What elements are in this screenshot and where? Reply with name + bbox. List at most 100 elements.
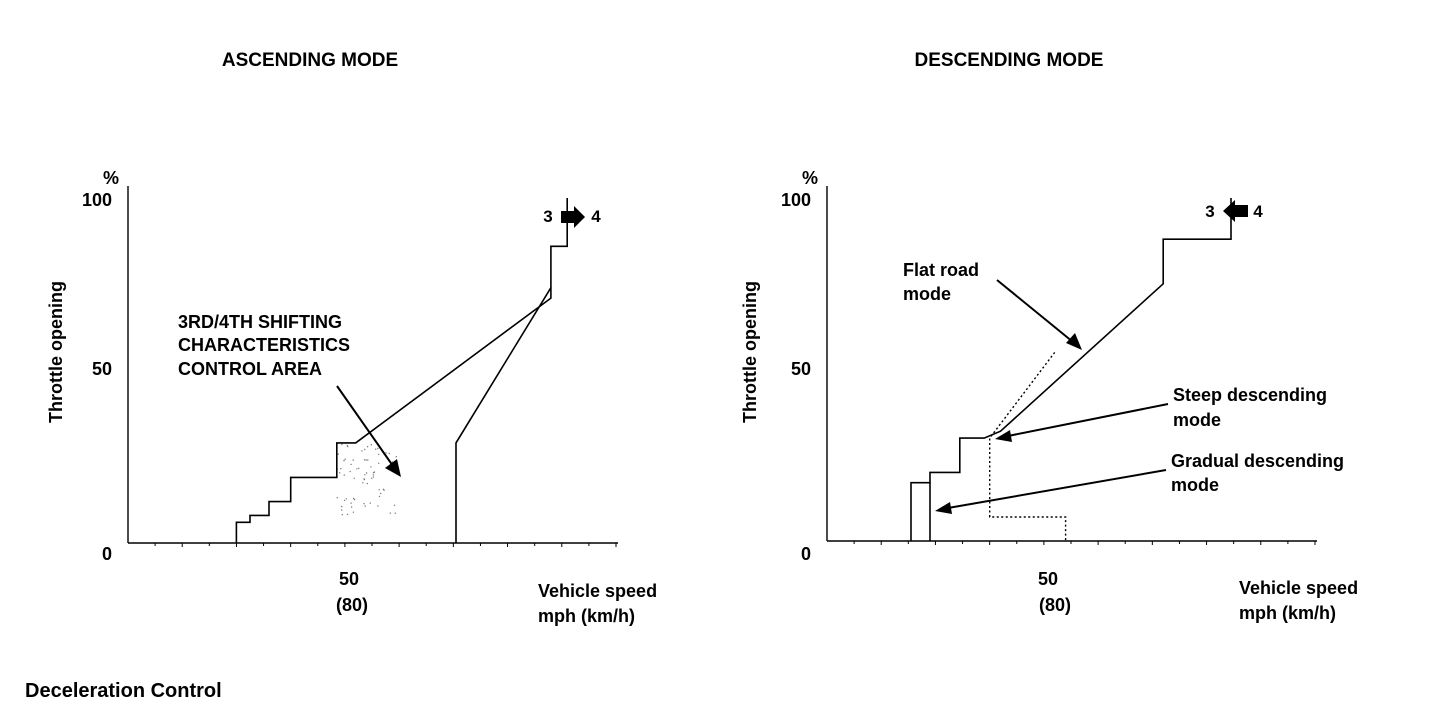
shade-dot [363,503,365,505]
shade-dot [367,459,369,461]
chart-title: DESCENDING MODE [915,50,1104,71]
y-tick-label-50: 50 [791,359,811,379]
gear-from-label: 3 [1205,202,1214,221]
shade-dot [370,444,372,446]
annotation-arrowhead-icon [385,459,401,477]
x-tick-label-50: 50 [339,569,359,589]
annotation-line3: CONTROL AREA [178,359,322,379]
flat-road-pointer-arrow [996,279,1074,343]
gear-to-label: 4 [1253,202,1263,221]
x-axis-minor-ticks [154,543,617,547]
shade-dot [372,476,375,478]
gradual-descending-pointer-arrow [947,469,1167,509]
shade-dot [352,459,354,461]
x-axis-label-line2: mph (km/h) [1239,603,1336,623]
shade-dot [378,453,380,456]
shade-dot [356,468,358,470]
shade-dot [375,448,377,450]
x-axis-label-line1: Vehicle speed [1239,578,1358,598]
shade-dot [362,482,364,484]
shade-dot [350,506,353,508]
shade-dot [394,512,396,514]
shade-dot [343,499,346,502]
gradual-descending-label-line1: Gradual descending [1171,451,1344,471]
shade-dot [372,474,374,476]
shade-dot [373,471,376,473]
shade-dot [350,502,352,504]
shaded-control-area [336,442,397,516]
series-line-1 [235,198,569,543]
x-tick-sublabel-80: (80) [1039,595,1071,615]
shade-dot [366,446,369,448]
ascending-mode-panel: ASCENDING MODE % Throttle opening 100 50… [46,50,657,626]
shade-dot [337,453,339,455]
shade-dot [363,478,365,480]
shade-dot [378,462,380,464]
shade-dot [378,495,381,498]
shade-dot [345,498,347,500]
y-tick-label-0: 0 [102,544,112,564]
x-axis-label-line1: Vehicle speed [538,581,657,601]
y-unit-label: % [802,168,818,188]
y-axis-label: Throttle opening [740,281,760,423]
shade-dot [339,472,341,474]
steep-descending-arrowhead-icon [995,430,1012,442]
y-axis-label: Throttle opening [46,281,66,423]
shade-dot [340,468,342,470]
shade-dot [341,443,343,446]
shade-dot [341,505,343,508]
shade-dot [363,459,366,461]
series-group [910,198,1232,541]
shade-dot [380,492,382,495]
gear-to-label: 4 [591,207,601,226]
shade-dot [365,459,367,461]
shade-dot [346,445,348,447]
shade-dot [358,467,360,469]
series-group [235,198,569,543]
gear-up-arrow-icon [561,206,585,228]
annotation-line2: CHARACTERISTICS [178,335,350,355]
shade-dot [385,452,387,454]
steep-descending-pointer-arrow [1007,403,1169,437]
shade-dot [341,509,343,511]
annotation-pointer-arrow [336,385,394,467]
flat-road-label-line2: mode [903,284,951,304]
shade-dot [377,447,379,450]
shade-dot [370,466,372,468]
shade-dot [366,482,368,485]
flat-road-label-line1: Flat road [903,260,979,280]
shade-dot [353,498,356,501]
figure-caption: Deceleration Control [25,680,222,702]
shade-dot [344,458,346,460]
shade-dot [353,477,355,479]
chart-title: ASCENDING MODE [222,50,398,71]
steep-descending-label-line2: mode [1173,410,1221,430]
shade-dot [364,448,366,451]
x-axis-minor-ticks [853,541,1316,545]
series-line-2 [455,287,552,543]
x-axis-label-line2: mph (km/h) [538,606,635,626]
shade-dot [393,504,396,506]
shade-dot [369,502,371,504]
shade-dot [341,514,343,516]
series-line-2 [989,351,1067,541]
shade-dot [377,505,379,507]
annotation-line1: 3RD/4TH SHIFTING [178,312,342,332]
shade-dot [343,474,345,476]
shade-dot [361,450,363,452]
shade-dot [388,452,390,455]
shade-dot [346,513,349,516]
gradual-descending-label-line2: mode [1171,475,1219,495]
x-tick-label-50: 50 [1038,569,1058,589]
shade-dot [336,497,338,499]
flat-road-arrowhead-icon [1066,333,1082,350]
shade-dot [395,456,397,458]
gear-from-label: 3 [543,207,552,226]
shade-dot [343,459,345,462]
shade-dot [349,470,351,473]
shade-dot [382,488,385,490]
y-tick-label-100: 100 [82,190,112,210]
gradual-descending-arrowhead-icon [935,502,952,514]
y-unit-label: % [103,168,119,188]
